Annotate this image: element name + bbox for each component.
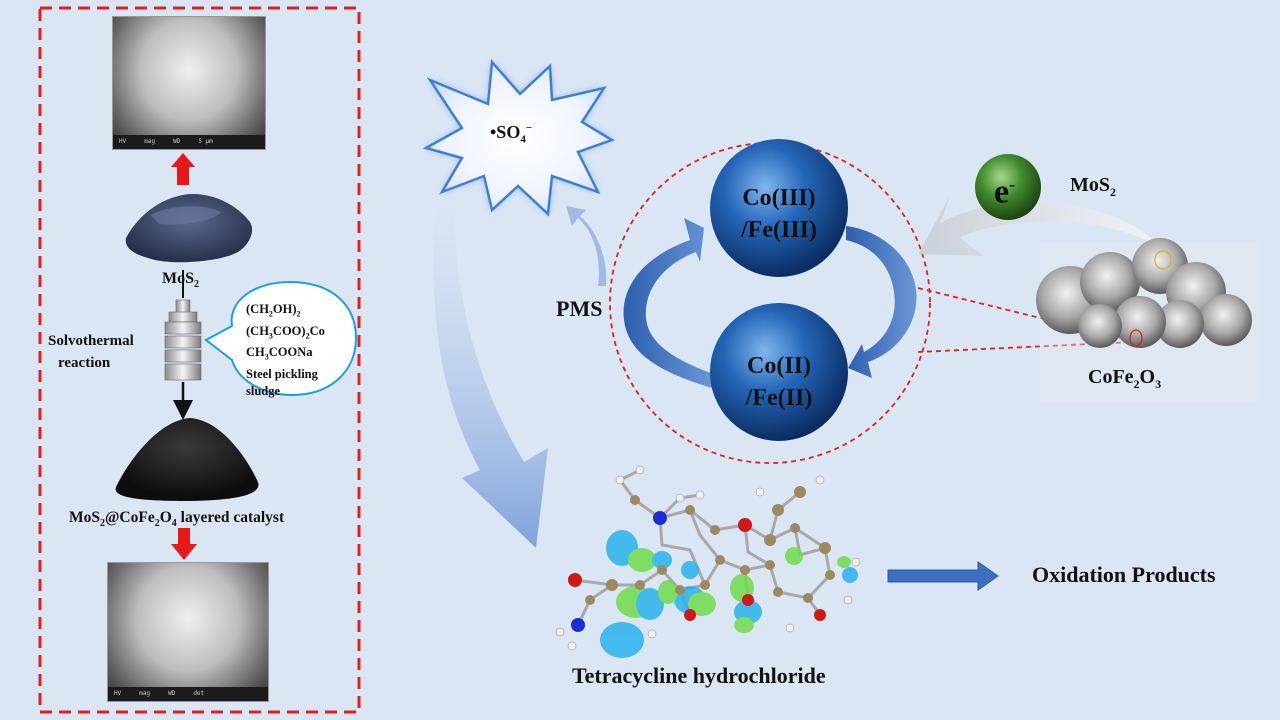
reagent-sodium-acetate: CH3COONa bbox=[246, 345, 313, 362]
sphere-co3-fe3 bbox=[710, 139, 848, 277]
cycle-arrow-left bbox=[623, 218, 714, 388]
synthesis-panel-border bbox=[38, 6, 361, 714]
electron-label: e- bbox=[994, 173, 1016, 211]
tetracycline-molecule bbox=[555, 465, 861, 658]
reagent-bubble bbox=[204, 280, 358, 397]
cofe-label: CoFe2O3 bbox=[1088, 366, 1162, 391]
sphere-co2-fe2 bbox=[710, 303, 848, 441]
radical-star bbox=[422, 58, 615, 217]
solvothermal-label: Solvothermal reaction bbox=[48, 333, 134, 371]
pms-to-radical-arrow bbox=[566, 206, 607, 286]
mos2-powder bbox=[125, 193, 253, 263]
reagent-list: (CH2OH)2 (CH3COO)2Co CH3COONa Steel pick… bbox=[246, 301, 325, 400]
red-down-arrow bbox=[171, 528, 197, 560]
catalyst-cluster bbox=[1036, 238, 1258, 402]
reagent-sludge: sludge bbox=[246, 383, 281, 398]
sphere-bottom-label: Co(II) /Fe(II) bbox=[745, 353, 813, 411]
catalyst-label: MoS2@CoFe2O4 layered catalyst bbox=[69, 509, 285, 530]
sphere-top-label: Co(III) /Fe(III) bbox=[741, 185, 817, 243]
mos2-powder-shade bbox=[150, 206, 222, 225]
redox-cycle-boundary bbox=[609, 142, 931, 464]
reagent-cobalt-acetate: (CH3COO)2Co bbox=[246, 323, 325, 341]
catalyst-powder bbox=[115, 418, 259, 501]
electron-sphere bbox=[975, 154, 1041, 220]
pms-label: PMS bbox=[556, 296, 603, 321]
sulfate-radical-label: •SO4− bbox=[490, 122, 533, 146]
products-arrow bbox=[887, 561, 999, 591]
autoclave bbox=[164, 299, 202, 381]
cycle-arrow-right bbox=[846, 226, 917, 378]
mos2-right-label: MoS2 bbox=[1070, 174, 1116, 199]
reagent-ethylene-glycol: (CH2OH)2 bbox=[246, 302, 301, 319]
tetracycline-label: Tetracycline hydrochloride bbox=[572, 663, 826, 688]
mos2-powder-label: MoS2 bbox=[162, 270, 199, 291]
sweep-arrow bbox=[433, 190, 548, 548]
red-up-arrow bbox=[171, 153, 195, 185]
electron-transfer-arrow bbox=[918, 196, 1162, 256]
oxidation-products-label: Oxidation Products bbox=[1032, 562, 1216, 587]
reagent-steel-pickling: Steel pickling bbox=[246, 366, 318, 381]
